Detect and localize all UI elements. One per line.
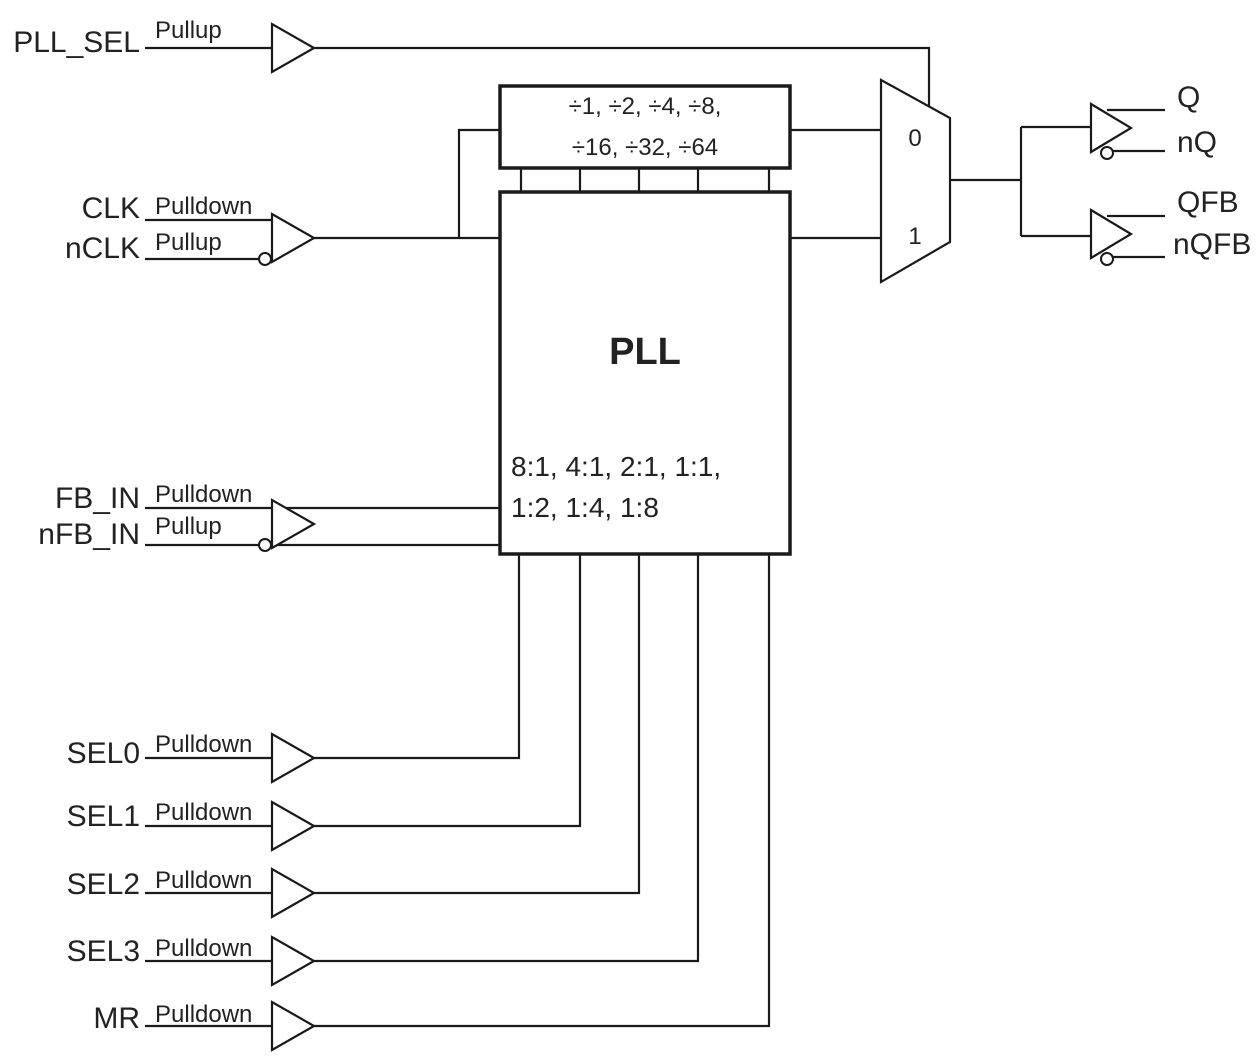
nclk-label: nCLK [65, 232, 140, 265]
q-label: Q [1177, 81, 1200, 114]
sel3-buffer [270, 935, 317, 987]
mr-pulldown-label: Pulldown [155, 1001, 252, 1028]
clk-pulldown-label: Pulldown [155, 193, 252, 220]
sel2-buffer [270, 867, 317, 919]
clk-to-divider-wire [457, 128, 500, 238]
fb-in-label: FB_IN [55, 482, 140, 515]
nfb-in-pullup-label: Pullup [155, 513, 222, 540]
q-output-buffer [1089, 102, 1134, 154]
nfb-in-label: nFB_IN [38, 518, 140, 551]
divider-box [498, 84, 792, 170]
pll-title: PLL [609, 331, 681, 373]
divider-ratios-line2: ÷16, ÷32, ÷64 [572, 134, 718, 161]
sel0-buffer [270, 732, 317, 784]
pll-ratios-line1: 8:1, 4:1, 2:1, 1:1, [511, 451, 721, 482]
nfb-in-inversion-bubble [258, 538, 272, 552]
mux-input-0-label: 0 [908, 125, 921, 152]
nqfb-label: nQFB [1173, 228, 1251, 261]
mr-to-pll-wire [314, 554, 771, 1028]
sel1-buffer [270, 800, 317, 852]
sel3-to-pll-wire [314, 554, 700, 963]
nq-inversion-bubble [1100, 146, 1114, 160]
fb-in-diff-buffer [270, 498, 317, 550]
fb-in-pulldown-label: Pulldown [155, 481, 252, 508]
nclk-inversion-bubble [258, 252, 272, 266]
mux-input-1-label: 1 [908, 223, 921, 250]
clk-diff-buffer [270, 212, 317, 264]
sel3-label: SEL3 [67, 935, 140, 968]
mr-label: MR [93, 1002, 140, 1035]
sel0-to-pll-wire [314, 554, 521, 760]
nqfb-inversion-bubble [1100, 252, 1114, 266]
divider-ratios-line1: ÷1, ÷2, ÷4, ÷8, [569, 93, 722, 120]
sel1-label: SEL1 [67, 800, 140, 833]
pll-sel-label: PLL_SEL [13, 26, 140, 59]
mr-buffer [270, 1000, 317, 1052]
sel3-pulldown-label: Pulldown [155, 935, 252, 962]
pll-ratios-line2: 1:2, 1:4, 1:8 [511, 492, 659, 523]
pll-sel-buffer [270, 22, 317, 74]
sel2-label: SEL2 [67, 868, 140, 901]
sel1-pulldown-label: Pulldown [155, 799, 252, 826]
pll-sel-pullup-label: Pullup [155, 17, 222, 44]
sel2-to-pll-wire [314, 554, 641, 895]
clk-label: CLK [82, 192, 140, 225]
qfb-output-buffer [1089, 208, 1134, 260]
nclk-pullup-label: Pullup [155, 229, 222, 256]
pll-sel-to-mux-wire [314, 46, 931, 112]
sel0-label: SEL0 [67, 737, 140, 770]
sel1-to-pll-wire [314, 554, 582, 828]
output-mux [879, 78, 952, 284]
qfb-label: QFB [1177, 186, 1239, 219]
sel0-pulldown-label: Pulldown [155, 731, 252, 758]
nq-label: nQ [1177, 126, 1217, 159]
pll-box [498, 190, 792, 556]
sel2-pulldown-label: Pulldown [155, 867, 252, 894]
